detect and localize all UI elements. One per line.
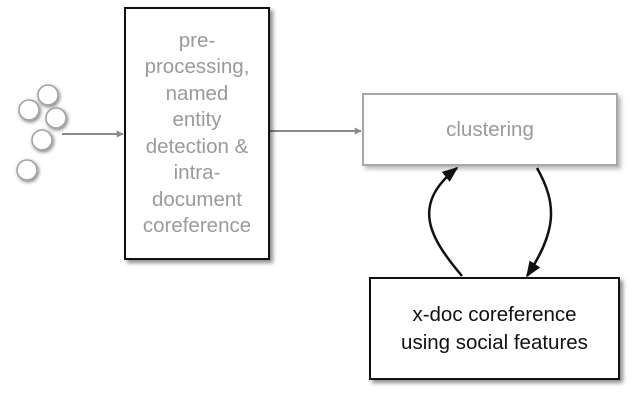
- input-document-dot: [18, 99, 40, 121]
- input-document-dot: [16, 159, 38, 181]
- preprocessing-label: pre- processing, named entity detection …: [142, 28, 252, 238]
- arrow-xdoc-to-clustering: [428, 167, 463, 277]
- clustering-label: clustering: [446, 117, 534, 141]
- input-document-dot: [31, 129, 53, 151]
- preprocessing-box: pre- processing, named entity detection …: [124, 7, 270, 260]
- arrow-clustering-to-xdoc: [525, 167, 553, 278]
- clustering-box: clustering: [362, 93, 618, 166]
- xdoc-coreference-label: x-doc coreference using social features: [401, 302, 588, 354]
- input-documents: [16, 84, 67, 181]
- xdoc-coreference-box: x-doc coreference using social features: [369, 277, 620, 380]
- input-document-dot: [37, 84, 59, 106]
- input-document-dot: [45, 107, 67, 129]
